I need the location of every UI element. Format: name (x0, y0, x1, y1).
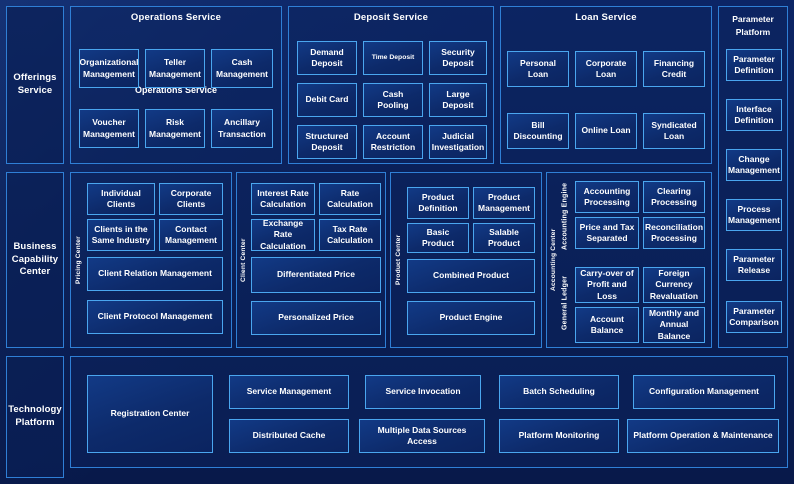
group-client-center: Pricing Center Individual Clients Corpor… (70, 172, 232, 348)
cell-client-relation-management[interactable]: Client Relation Management (87, 257, 223, 291)
row-label-technology-platform: Technology Platform (6, 356, 64, 478)
cell-product-management[interactable]: Product Management (473, 187, 535, 219)
cell-process-management[interactable]: Process Management (726, 199, 782, 231)
cell-security-deposit[interactable]: Security Deposit (429, 41, 487, 75)
cell-reconciliation-processing[interactable]: Reconciliation Processing (643, 217, 705, 249)
cell-platform-operation-and-maintenance[interactable]: Platform Operation & Maintenance (627, 419, 779, 453)
cell-corporate-loan[interactable]: Corporate Loan (575, 51, 637, 87)
cell-individual-clients[interactable]: Individual Clients (87, 183, 155, 215)
cell-differentiated-price[interactable]: Differentiated Price (251, 257, 381, 293)
group-parameter-platform: Parameter Platform Parameter Definition … (718, 6, 788, 348)
group-loan-service: Loan Service Personal Loan Corporate Loa… (500, 6, 712, 164)
cell-online-loan[interactable]: Online Loan (575, 113, 637, 149)
cell-interface-definition[interactable]: Interface Definition (726, 99, 782, 131)
cell-accounting-processing[interactable]: Accounting Processing (575, 181, 639, 213)
group-title-deposit-service: Deposit Service (353, 12, 429, 23)
group-subtitle-operations-service: Operations Service (134, 85, 218, 95)
cell-large-deposit[interactable]: Large Deposit (429, 83, 487, 117)
group-pricing-center: Client Center Interest Rate Calculation … (236, 172, 386, 348)
cell-interest-rate-calculation[interactable]: Interest Rate Calculation (251, 183, 315, 215)
cell-personalized-price[interactable]: Personalized Price (251, 301, 381, 335)
cell-time-deposit[interactable]: Time Deposit (363, 41, 423, 75)
cell-account-balance[interactable]: Account Balance (575, 307, 639, 343)
cell-corporate-clients[interactable]: Corporate Clients (159, 183, 223, 215)
cell-product-definition[interactable]: Product Definition (407, 187, 469, 219)
cell-foreign-currency-revaluation[interactable]: Foreign Currency Revaluation (643, 267, 705, 303)
cell-service-management[interactable]: Service Management (229, 375, 349, 409)
cell-cash-pooling[interactable]: Cash Pooling (363, 83, 423, 117)
cell-rate-calculation[interactable]: Rate Calculation (319, 183, 381, 215)
cell-syndicated-loan[interactable]: Syndicated Loan (643, 113, 705, 149)
cell-contact-management[interactable]: Contact Management (159, 219, 223, 251)
vertical-label-accounting-engine: Accounting Engine (561, 182, 569, 250)
cell-carry-over-of-profit-and-loss[interactable]: Carry-over of Profit and Loss (575, 267, 639, 303)
group-deposit-service: Deposit Service Demand Deposit Time Depo… (288, 6, 494, 164)
group-title-loan-service: Loan Service (575, 12, 637, 23)
cell-account-restriction[interactable]: Account Restriction (363, 125, 423, 159)
row-label-business-capability-center: Business Capability Center (6, 172, 64, 348)
cell-batch-scheduling[interactable]: Batch Scheduling (499, 375, 619, 409)
cell-clearing-processing[interactable]: Clearing Processing (643, 181, 705, 213)
row-label-offerings-service: Offerings Service (6, 6, 64, 164)
cell-combined-product[interactable]: Combined Product (407, 259, 535, 293)
cell-financing-credit[interactable]: Financing Credit (643, 51, 705, 87)
cell-debit-card[interactable]: Debit Card (297, 83, 357, 117)
cell-multiple-data-sources-access[interactable]: Multiple Data Sources Access (359, 419, 485, 453)
cell-monthly-and-annual-balance[interactable]: Monthly and Annual Balance (643, 307, 705, 343)
group-title-operations-service: Operations Service (130, 12, 222, 23)
cell-parameter-comparison[interactable]: Parameter Comparison (726, 301, 782, 333)
group-technology-platform: Registration Center Service Management D… (70, 356, 788, 468)
group-product-center: Product Center Product Definition Produc… (390, 172, 542, 348)
cell-risk-management[interactable]: Risk Management (145, 109, 205, 148)
vertical-label-client-center: Client Center (240, 238, 247, 282)
group-title-parameter-platform: Parameter Platform (732, 14, 774, 37)
cell-clients-in-the-same-industry[interactable]: Clients in the Same Industry (87, 219, 155, 251)
cell-price-and-tax-separated[interactable]: Price and Tax Separated (575, 217, 639, 249)
cell-product-engine[interactable]: Product Engine (407, 301, 535, 335)
vertical-label-product-center: Product Center (395, 234, 402, 286)
cell-service-invocation[interactable]: Service Invocation (365, 375, 481, 409)
cell-structured-deposit[interactable]: Structured Deposit (297, 125, 357, 159)
vertical-label-accounting-center: Accounting Center (550, 228, 557, 292)
cell-teller-management[interactable]: Teller Management (145, 49, 205, 88)
cell-demand-deposit[interactable]: Demand Deposit (297, 41, 357, 75)
group-operations-service: Operations Service Operations Service Or… (70, 6, 282, 164)
cell-client-protocol-management[interactable]: Client Protocol Management (87, 300, 223, 334)
cell-configuration-management[interactable]: Configuration Management (633, 375, 775, 409)
vertical-label-pricing-center: Pricing Center (75, 236, 82, 284)
cell-change-management[interactable]: Change Management (726, 149, 782, 181)
cell-judicial-investigation[interactable]: Judicial Investigation (429, 125, 487, 159)
cell-ancillary-transaction[interactable]: Ancillary Transaction (211, 109, 273, 148)
cell-parameter-definition[interactable]: Parameter Definition (726, 49, 782, 81)
cell-distributed-cache[interactable]: Distributed Cache (229, 419, 349, 453)
vertical-label-general-ledger: General Ledger (561, 275, 569, 331)
cell-voucher-management[interactable]: Voucher Management (79, 109, 139, 148)
cell-registration-center[interactable]: Registration Center (87, 375, 213, 453)
cell-organizational-management[interactable]: Organizational Management (79, 49, 139, 88)
cell-platform-monitoring[interactable]: Platform Monitoring (499, 419, 619, 453)
cell-parameter-release[interactable]: Parameter Release (726, 249, 782, 281)
cell-personal-loan[interactable]: Personal Loan (507, 51, 569, 87)
cell-cash-management[interactable]: Cash Management (211, 49, 273, 88)
cell-salable-product[interactable]: Salable Product (473, 223, 535, 253)
cell-bill-discounting[interactable]: Bill Discounting (507, 113, 569, 149)
cell-basic-product[interactable]: Basic Product (407, 223, 469, 253)
cell-tax-rate-calculation[interactable]: Tax Rate Calculation (319, 219, 381, 251)
group-accounting-center: Accounting Center Accounting Engine Acco… (546, 172, 712, 348)
cell-exchange-rate-calculation[interactable]: Exchange Rate Calculation (251, 219, 315, 251)
